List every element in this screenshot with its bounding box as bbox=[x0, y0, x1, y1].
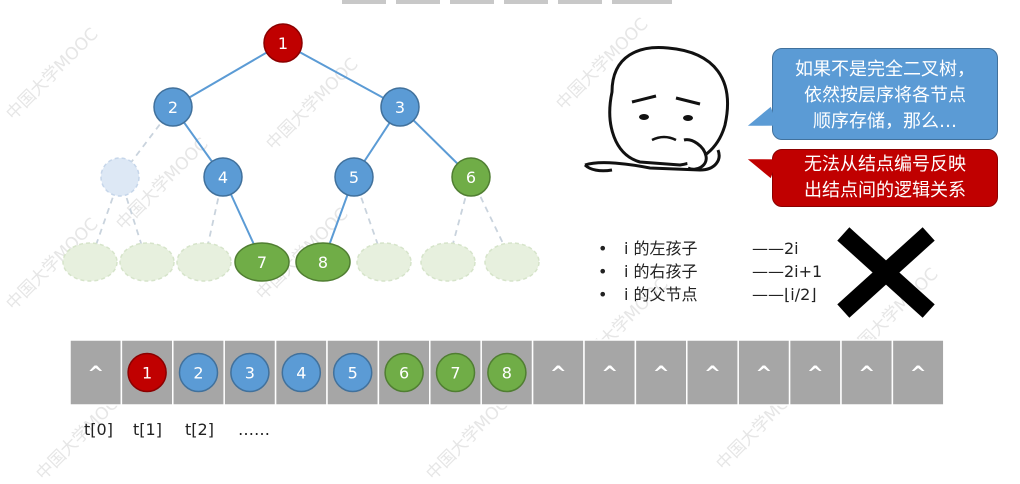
array-cell-label: 8 bbox=[502, 364, 512, 383]
array-cell-label: 3 bbox=[245, 364, 255, 383]
array-cell-label: 7 bbox=[450, 364, 460, 383]
tree-edge bbox=[172, 42, 284, 108]
tree-node-empty bbox=[484, 242, 540, 282]
null-marker: ^ bbox=[87, 362, 104, 386]
null-marker: ^ bbox=[601, 362, 618, 386]
tree-node-3 bbox=[380, 87, 420, 127]
rule-label: i 的右孩子 bbox=[624, 262, 698, 281]
bullet: • bbox=[598, 262, 608, 281]
null-marker: ^ bbox=[704, 362, 721, 386]
rule-label: i 的父节点 bbox=[624, 285, 698, 304]
top-bar bbox=[450, 0, 494, 4]
tree-node-2 bbox=[153, 87, 193, 127]
tree-node-4 bbox=[203, 157, 243, 197]
tree-node-label: 8 bbox=[318, 253, 328, 272]
array-node-4 bbox=[281, 352, 322, 393]
array-node-7 bbox=[435, 352, 476, 393]
bubble-line: 如果不是完全二叉树， bbox=[795, 59, 975, 80]
index-label-t0: t[0] bbox=[84, 420, 113, 439]
confused-face-icon bbox=[583, 46, 730, 173]
null-marker: ^ bbox=[807, 362, 824, 386]
slide: 中国大学MOOC 中国大学MOOC 中国大学MOOC 中国大学MOOC 中国大学… bbox=[2, 0, 998, 484]
tree-node-6 bbox=[451, 157, 491, 197]
binary-tree-diagram: 1 2 3 4 5 6 7 8 ^ 1 2 3 4 5 6 7 8 ^ ^ ^ ^ ^ ^ ^ ^ bbox=[62, 23, 945, 406]
tree-node-empty bbox=[119, 242, 175, 282]
tree-node-7 bbox=[234, 242, 290, 282]
rule-value: ——2i bbox=[752, 239, 799, 258]
array-cell-label: 5 bbox=[348, 364, 358, 383]
tree-node-label: 1 bbox=[278, 34, 288, 53]
tree-node-label: 2 bbox=[168, 98, 178, 117]
tree-node-empty bbox=[356, 242, 412, 282]
array-cell-label: 1 bbox=[142, 364, 152, 383]
rule-label: i 的左孩子 bbox=[624, 239, 698, 258]
null-marker: ^ bbox=[550, 362, 567, 386]
top-bar bbox=[504, 0, 548, 4]
array-node-2 bbox=[178, 352, 219, 393]
tree-node-5 bbox=[334, 157, 374, 197]
tree-node-label: 7 bbox=[257, 253, 267, 272]
null-marker: ^ bbox=[910, 362, 927, 386]
tree-node-empty bbox=[176, 242, 232, 282]
array-cell bbox=[840, 339, 894, 406]
array-cell bbox=[737, 339, 791, 406]
top-bar bbox=[612, 0, 672, 4]
tree-node-empty bbox=[100, 157, 140, 197]
array-node-6 bbox=[384, 352, 424, 393]
array-node-5 bbox=[332, 352, 373, 393]
tree-node-empty bbox=[62, 242, 118, 282]
bubble-line: 出结点间的逻辑关系 bbox=[804, 180, 966, 201]
null-marker: ^ bbox=[756, 362, 773, 386]
tree-edges bbox=[89, 42, 513, 263]
rule-right-child: • i 的右孩子 ——2i+1 bbox=[598, 260, 848, 283]
tree-node-label: 3 bbox=[395, 98, 405, 117]
tree-node-8 bbox=[295, 242, 351, 282]
tree-edge bbox=[282, 42, 401, 108]
bubble-line: 依然按层序将各节点 bbox=[804, 85, 966, 106]
tree-node-label: 4 bbox=[218, 168, 228, 187]
rule-value: ——⌊i/2⌋ bbox=[752, 285, 817, 304]
tree-node-empty bbox=[420, 242, 476, 282]
array-cell-label: 6 bbox=[399, 364, 409, 383]
bullet: • bbox=[598, 239, 608, 258]
cross-icon bbox=[837, 227, 935, 318]
index-label-t2: t[2] bbox=[185, 420, 214, 439]
bubble-line: 顺序存储，那么… bbox=[813, 111, 957, 132]
rule-value: ——2i+1 bbox=[752, 262, 823, 281]
index-label-t1: t[1] bbox=[133, 420, 162, 439]
tree-nodes: 1 2 3 4 5 6 7 8 bbox=[62, 23, 540, 282]
top-bar bbox=[342, 0, 386, 4]
rule-left-child: • i 的左孩子 ——2i bbox=[598, 237, 848, 260]
null-marker: ^ bbox=[653, 362, 670, 386]
index-label-ellipsis: …… bbox=[238, 420, 270, 439]
top-bar bbox=[558, 0, 602, 4]
bullet: • bbox=[598, 285, 608, 304]
array-cell-label: 4 bbox=[296, 364, 306, 383]
array-cell-label: 2 bbox=[193, 364, 203, 383]
array-node-3 bbox=[230, 352, 270, 393]
rule-parent: • i 的父节点 ——⌊i/2⌋ bbox=[598, 283, 848, 306]
tree-node-label: 5 bbox=[349, 168, 359, 187]
array-node-1 bbox=[127, 352, 167, 393]
bubble-line: 无法从结点编号反映 bbox=[804, 154, 966, 175]
tree-node-label: 6 bbox=[466, 168, 476, 187]
speech-bubble-question: 如果不是完全二叉树， 依然按层序将各节点 顺序存储，那么… bbox=[744, 48, 998, 140]
index-rules-list: • i 的左孩子 ——2i • i 的右孩子 ——2i+1 • i 的父节点 —… bbox=[598, 237, 848, 306]
array-node-8 bbox=[487, 352, 527, 393]
top-bar bbox=[396, 0, 440, 4]
tree-node-1 bbox=[263, 23, 303, 63]
storage-array: ^ 1 2 3 4 5 6 7 8 ^ ^ ^ ^ ^ ^ ^ ^ bbox=[69, 339, 945, 406]
speech-bubble-answer: 无法从结点编号反映 出结点间的逻辑关系 bbox=[744, 149, 998, 207]
null-marker: ^ bbox=[858, 362, 875, 386]
array-cell bbox=[891, 339, 945, 406]
